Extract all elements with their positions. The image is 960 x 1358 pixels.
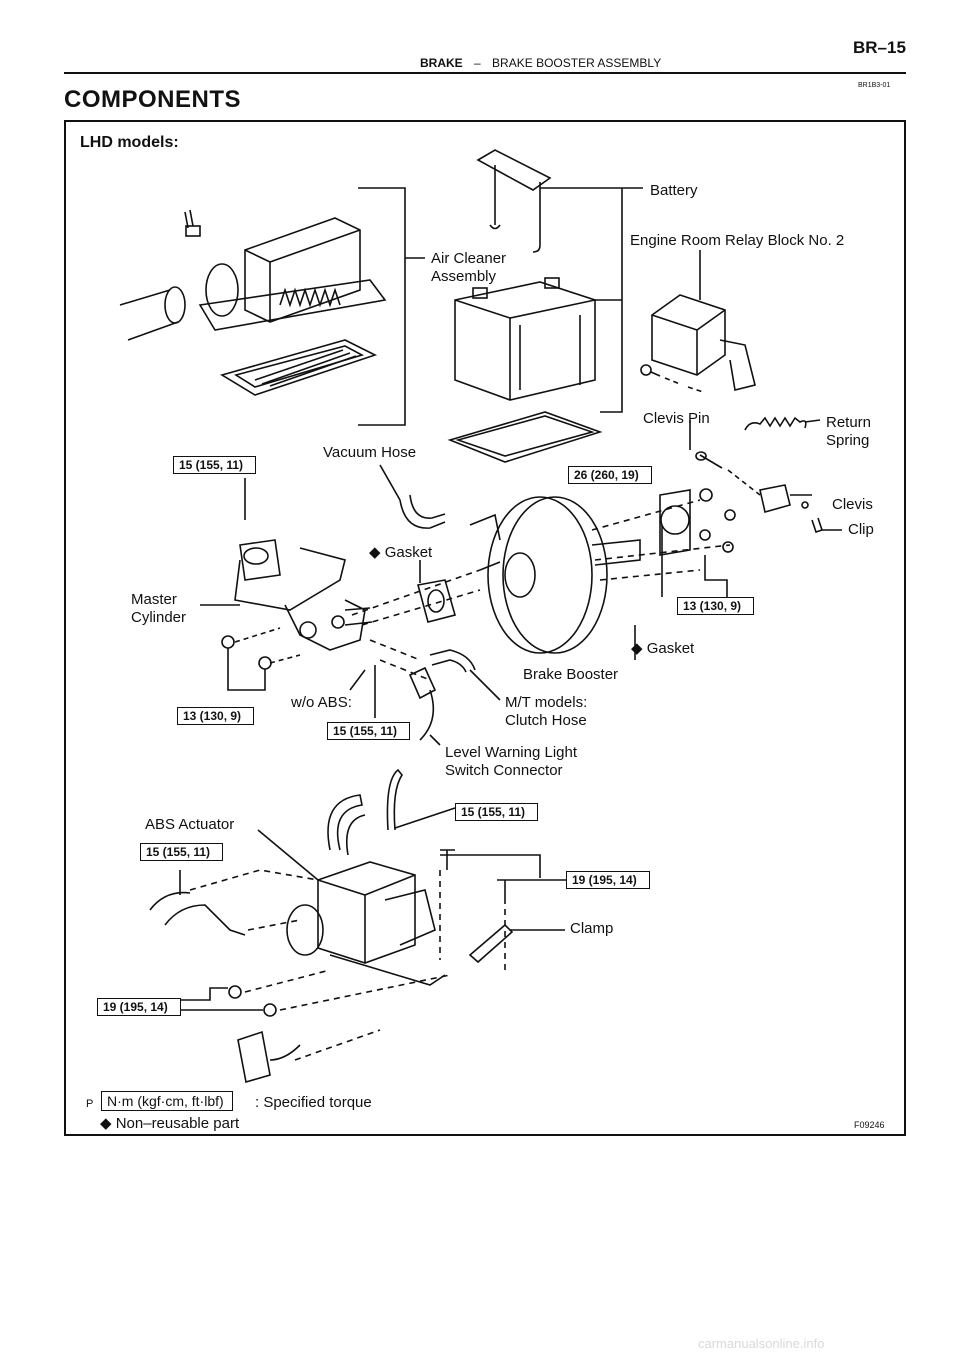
page-title: COMPONENTS [64, 86, 242, 113]
booster-nut-icon [699, 488, 736, 553]
torque-value: 15 (155, 11) [327, 722, 411, 740]
label-gasket-upper: ◆ Gasket [369, 544, 433, 561]
header-separator: – [474, 56, 481, 70]
clevis-pin-icon [689, 420, 761, 496]
brake-booster-icon [469, 489, 691, 654]
bolt-icon [228, 849, 512, 1017]
label-gasket-lower: ◆ Gasket [631, 640, 695, 657]
torque-value: 13 (130, 9) [677, 597, 755, 615]
page-number: BR–15 [853, 38, 906, 57]
label-level-warning-1: Level Warning Light [445, 744, 578, 761]
clamp-icon [468, 923, 565, 964]
label-master-cylinder-1: Master [131, 591, 177, 608]
header-rule [64, 72, 906, 74]
legend-nonreusable: ◆ Non–reusable part [100, 1115, 240, 1132]
battery-hold-down-icon [476, 149, 552, 253]
label-abs-actuator: ABS Actuator [145, 816, 235, 833]
torque-value: 15 (155, 11) [173, 456, 257, 474]
air-cleaner-icon [119, 209, 387, 341]
label-air-cleaner-1: Air Cleaner [431, 250, 507, 267]
header-section: BRAKE [420, 56, 463, 70]
clip-icon [811, 517, 842, 534]
torque-value: 15 (155, 11) [140, 843, 224, 861]
label-clevis: Clevis [832, 496, 873, 513]
label-brake-booster: Brake Booster [523, 666, 619, 683]
air-filter-icon [220, 339, 378, 396]
label-vacuum-hose: Vacuum Hose [323, 444, 417, 461]
level-warning-connector-icon [408, 666, 437, 741]
legend-unit-box: N·m (kgf·cm, ft·lbf) [101, 1091, 233, 1111]
label-level-warning-2: Switch Connector [445, 762, 563, 779]
legend-prefix: P [86, 1098, 94, 1110]
label-mt-models-1: M/T models: [505, 694, 588, 711]
legend-unit-text: : Specified torque [255, 1094, 372, 1111]
label-master-cylinder-2: Cylinder [131, 609, 187, 626]
torque-value: 19 (195, 14) [566, 871, 650, 889]
connector-icon [237, 1030, 301, 1084]
master-cylinder-icon [234, 539, 373, 651]
brake-line-icon [327, 768, 403, 856]
label-wo-abs: w/o ABS: [291, 694, 352, 711]
label-relay-block: Engine Room Relay Block No. 2 [630, 232, 845, 249]
label-battery: Battery [650, 182, 698, 199]
clutch-hose-icon [429, 649, 476, 673]
abs-pipe-icon [149, 891, 246, 936]
watermark: carmanualsonline.info [698, 1336, 825, 1351]
torque-value: 13 (130, 9) [177, 707, 255, 725]
torque-value: 26 (260, 19) [568, 466, 652, 484]
label-return-spring-2: Spring [826, 432, 870, 449]
gasket-icon [417, 579, 456, 623]
label-mt-models-2: Clutch Hose [505, 712, 587, 729]
torque-value: 19 (195, 14) [97, 998, 181, 1016]
return-spring-icon [744, 416, 821, 431]
label-clamp: Clamp [570, 920, 614, 937]
doc-code: BR1B3-01 [858, 82, 891, 89]
label-return-spring-1: Return [826, 414, 872, 431]
label-air-cleaner-2: Assembly [431, 268, 497, 285]
relay-block-icon [640, 250, 756, 393]
torque-value: 15 (155, 11) [455, 803, 539, 821]
battery-tray-icon [447, 411, 603, 463]
battery-icon [454, 277, 596, 401]
abs-actuator-icon [286, 861, 446, 986]
figure-frame [64, 120, 906, 1136]
figure-code: F09246 [854, 1120, 885, 1130]
clevis-icon [759, 484, 812, 513]
running-header: BRAKE – BRAKE BOOSTER ASSEMBLY [420, 56, 661, 70]
label-clevis-pin: Clevis Pin [643, 410, 710, 427]
model-note: LHD models: [80, 134, 179, 151]
header-subsection: BRAKE BOOSTER ASSEMBLY [492, 56, 662, 70]
vacuum-hose-icon [379, 464, 446, 529]
label-clip: Clip [848, 521, 874, 538]
nut-icon [221, 635, 272, 670]
